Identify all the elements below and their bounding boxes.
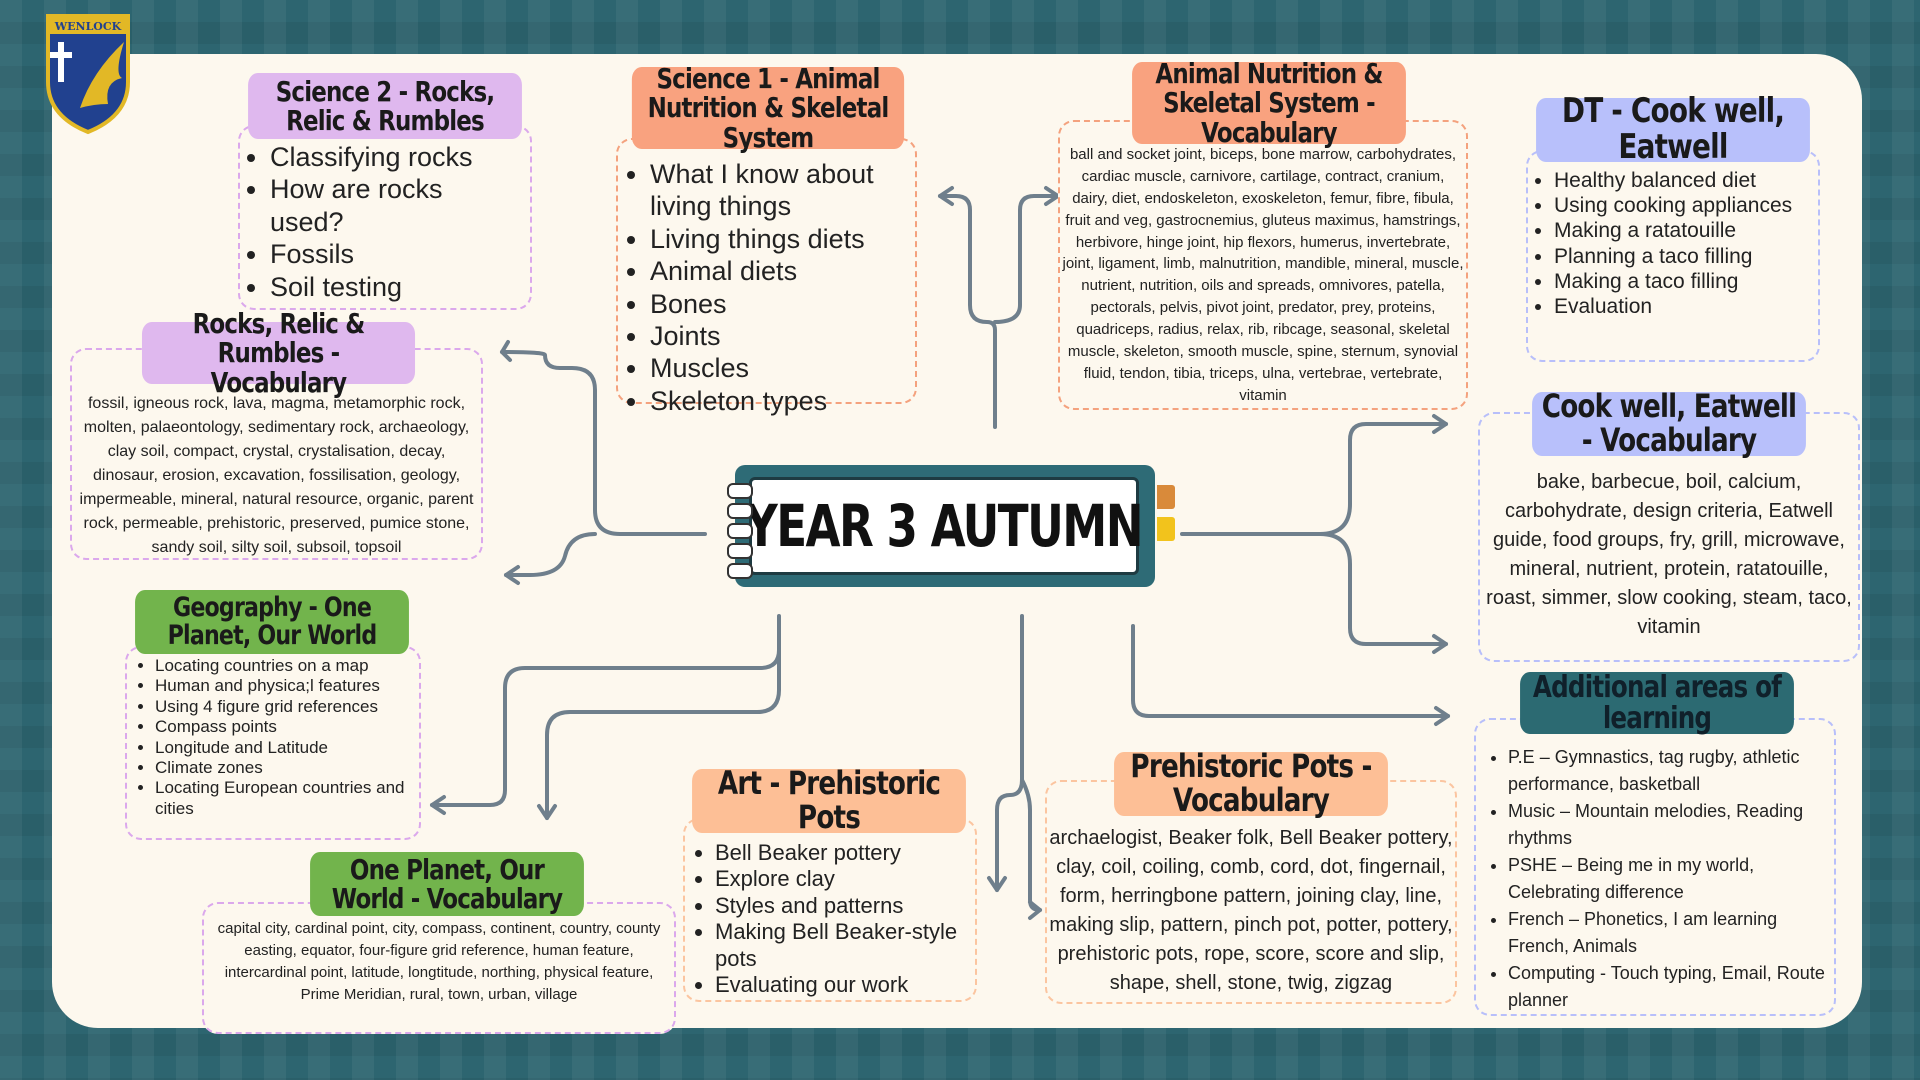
animal-vocab-panel: ball and socket joint, biceps, bone marr… [1058, 120, 1468, 410]
pots-vocab-panel: archaelogist, Beaker folk, Bell Beaker p… [1045, 780, 1457, 1004]
list-item: Locating countries on a map [155, 656, 415, 676]
planet-vocab-line2: easting, equator, four-figure grid refer… [224, 941, 654, 1003]
dt-header: DT - Cook well, Eatwell [1536, 93, 1810, 165]
pots-vocab-header: Prehistoric Pots - Vocabulary [1114, 750, 1388, 817]
list-item: Evaluation [1554, 294, 1814, 319]
central-title: YEAR 3 AUTUMN [745, 492, 1144, 560]
list-item: Styles and patterns [715, 893, 967, 919]
binder-ring-icon [727, 563, 753, 579]
list-item: Living things diets [650, 223, 909, 255]
list-item: How are rocks used? [270, 173, 518, 238]
dt-list: Healthy balanced diet Using cooking appl… [1528, 168, 1814, 319]
list-item: Music – Mountain melodies, Reading rhyth… [1508, 798, 1828, 852]
list-item: Classifying rocks [270, 141, 518, 173]
list-item: Soil testing [270, 271, 518, 303]
svg-text:WENLOCK: WENLOCK [54, 20, 122, 33]
science1-list: What I know about living things Living t… [624, 158, 909, 417]
binder-ring-icon [727, 483, 753, 499]
additional-panel: P.E – Gymnastics, tag rugby, athletic pe… [1474, 718, 1836, 1016]
list-item: Animal diets [650, 255, 909, 287]
list-item: Explore clay [715, 866, 967, 892]
list-item: Human and physica;l features [155, 676, 415, 696]
planet-vocab-header: One Planet, Our World - Vocabulary [310, 852, 584, 916]
cook-vocab-text: bake, barbecue, boil, calcium, carbohydr… [1486, 471, 1852, 638]
additional-list: P.E – Gymnastics, tag rugby, athletic pe… [1476, 744, 1828, 1014]
list-item: Evaluating our work [715, 972, 967, 998]
geography-header: Geography - One Planet, Our World [135, 590, 409, 654]
rocks-vocab-header: Rocks, Relic & Rumbles - Vocabulary [141, 309, 416, 397]
binder-ring-icon [727, 503, 753, 519]
science1-header: Science 1 - Animal Nutrition & Skeletal … [631, 64, 905, 152]
science2-panel: Classifying rocks How are rocks used? Fo… [238, 125, 532, 310]
cook-vocab-header: Cook well, Eatwell - Vocabulary [1532, 390, 1806, 457]
geography-panel: Locating countries on a map Human and ph… [125, 646, 421, 840]
list-item: Using cooking appliances [1554, 193, 1814, 218]
list-item: Making Bell Beaker-style pots [715, 919, 967, 972]
list-item: French – Phonetics, I am learning French… [1508, 906, 1828, 960]
art-panel: Bell Beaker pottery Explore clay Styles … [683, 818, 977, 1002]
list-item: Climate zones [155, 758, 415, 778]
list-item: Joints [650, 320, 909, 352]
list-item: Healthy balanced diet [1554, 168, 1814, 193]
school-crest-logo: WENLOCK [44, 12, 132, 136]
notebook-tab-yellow [1157, 517, 1175, 541]
animal-vocab-text: ball and socket joint, biceps, bone marr… [1062, 146, 1464, 404]
art-list: Bell Beaker pottery Explore clay Styles … [689, 840, 967, 998]
rocks-vocab-text: fossil, igneous rock, lava, magma, metam… [79, 395, 474, 556]
list-item: Planning a taco filling [1554, 244, 1814, 269]
science1-panel: What I know about living things Living t… [616, 138, 917, 416]
animal-vocab-header: Animal Nutrition & Skeletal System - Voc… [1132, 59, 1406, 147]
list-item: Bones [650, 288, 909, 320]
notebook-tab-orange [1157, 485, 1175, 509]
science2-header: Science 2 - Rocks, Relic & Rumbles [248, 73, 522, 139]
list-item: Compass points [155, 717, 415, 737]
dt-panel: Healthy balanced diet Using cooking appl… [1526, 150, 1820, 362]
list-item: Bell Beaker pottery [715, 840, 967, 866]
list-item: Muscles [650, 352, 909, 384]
list-item: What I know about living things [650, 158, 909, 223]
geography-list: Locating countries on a map Human and ph… [129, 656, 415, 819]
pots-vocab-text: archaelogist, Beaker folk, Bell Beaker p… [1049, 827, 1453, 994]
central-topic-notebook: YEAR 3 AUTUMN [727, 465, 1175, 587]
list-item: Skeleton types [650, 385, 909, 417]
list-item: Fossils [270, 238, 518, 270]
additional-header: Additional areas of learning [1520, 671, 1794, 734]
list-item: P.E – Gymnastics, tag rugby, athletic pe… [1508, 744, 1828, 798]
list-item: PSHE – Being me in my world, Celebrating… [1508, 852, 1828, 906]
list-item: Longitude and Latitude [155, 738, 415, 758]
planet-vocab-panel: capital city, cardinal point, city, comp… [202, 902, 676, 1034]
list-item: Locating European countries and cities [155, 778, 415, 819]
science2-list: Classifying rocks How are rocks used? Fo… [244, 141, 518, 303]
list-item: Making a ratatouille [1554, 218, 1814, 243]
list-item: Using 4 figure grid references [155, 697, 415, 717]
binder-ring-icon [727, 543, 753, 559]
list-item: Making a taco filling [1554, 269, 1814, 294]
list-item: Computing - Touch typing, Email, Route p… [1508, 960, 1828, 1014]
binder-ring-icon [727, 523, 753, 539]
art-header: Art - Prehistoric Pots [692, 767, 966, 834]
planet-vocab-line1: capital city, cardinal point, city, comp… [217, 920, 661, 937]
